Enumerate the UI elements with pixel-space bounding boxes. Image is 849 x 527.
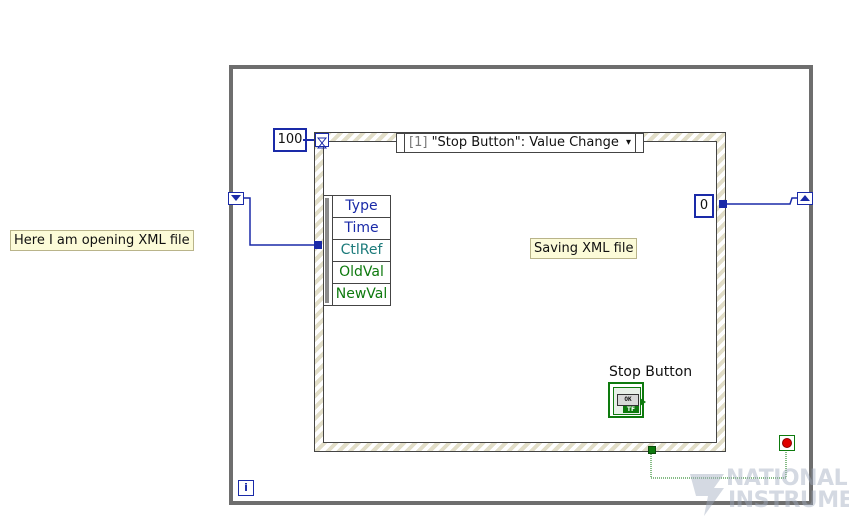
stop-button-terminal-body: OK TF — [613, 387, 641, 415]
selector-text: [1] "Stop Button": Value Change — [409, 134, 619, 152]
tunnel-right-out[interactable] — [719, 200, 727, 208]
ni-eagle-logo-icon — [690, 474, 724, 516]
terminal-output-arrow-icon — [640, 398, 646, 406]
ok-button-icon: OK — [617, 394, 639, 406]
selector-increment[interactable] — [635, 134, 643, 152]
edn-type[interactable]: Type — [332, 196, 390, 218]
edn-time[interactable]: Time — [332, 218, 390, 240]
loop-condition-terminal[interactable] — [779, 435, 795, 451]
wire-timeout — [303, 139, 315, 141]
iteration-terminal[interactable]: i — [238, 480, 254, 496]
dropdown-arrow-icon[interactable]: ▾ — [625, 137, 631, 148]
free-label-comment-save[interactable]: Saving XML file — [530, 238, 638, 259]
tunnel-left-in[interactable] — [314, 241, 322, 249]
edn-newval[interactable]: NewVal — [332, 284, 390, 305]
shift-register-right[interactable] — [797, 192, 813, 205]
numeric-constant-zero[interactable]: 0 — [694, 194, 714, 218]
edn-oldval[interactable]: OldVal — [332, 262, 390, 284]
selector-decrement[interactable] — [397, 134, 405, 152]
free-label-comment-open[interactable]: Here I am opening XML file — [10, 230, 194, 251]
watermark-line-1: NATIONAL — [726, 466, 848, 491]
stop-if-true-icon — [783, 439, 791, 447]
wire-stop-to-terminal — [650, 450, 787, 479]
arrow-down-icon — [231, 195, 241, 201]
stop-button-label[interactable]: Stop Button — [609, 364, 693, 380]
timeout-hourglass-icon[interactable] — [315, 133, 329, 149]
event-data-node-handle[interactable] — [325, 198, 329, 303]
edn-ctlref[interactable]: CtlRef — [332, 240, 390, 262]
selector-event-name: "Stop Button": Value Change — [431, 135, 619, 150]
watermark-line-2: INSTRUMENTS — [728, 488, 849, 513]
wire-left-sr-to-edn — [242, 197, 316, 246]
stop-button-terminal[interactable]: OK TF — [608, 382, 644, 418]
ni-watermark: NATIONAL INSTRUMENTS — [690, 462, 849, 527]
timeout-constant[interactable]: 100 — [273, 128, 307, 152]
event-data-node[interactable]: Type Time CtlRef OldVal NewVal — [323, 195, 391, 306]
while-loop[interactable] — [229, 65, 813, 505]
boolean-type-tag: TF — [623, 406, 639, 413]
tunnel-bool-out[interactable] — [648, 446, 656, 454]
selector-index: [1] — [409, 135, 428, 150]
shift-register-left[interactable] — [228, 192, 244, 205]
arrow-up-icon — [800, 195, 810, 201]
event-selector-label[interactable]: [1] "Stop Button": Value Change ▾ — [396, 133, 644, 153]
wire-const-to-right-sr — [712, 197, 797, 205]
